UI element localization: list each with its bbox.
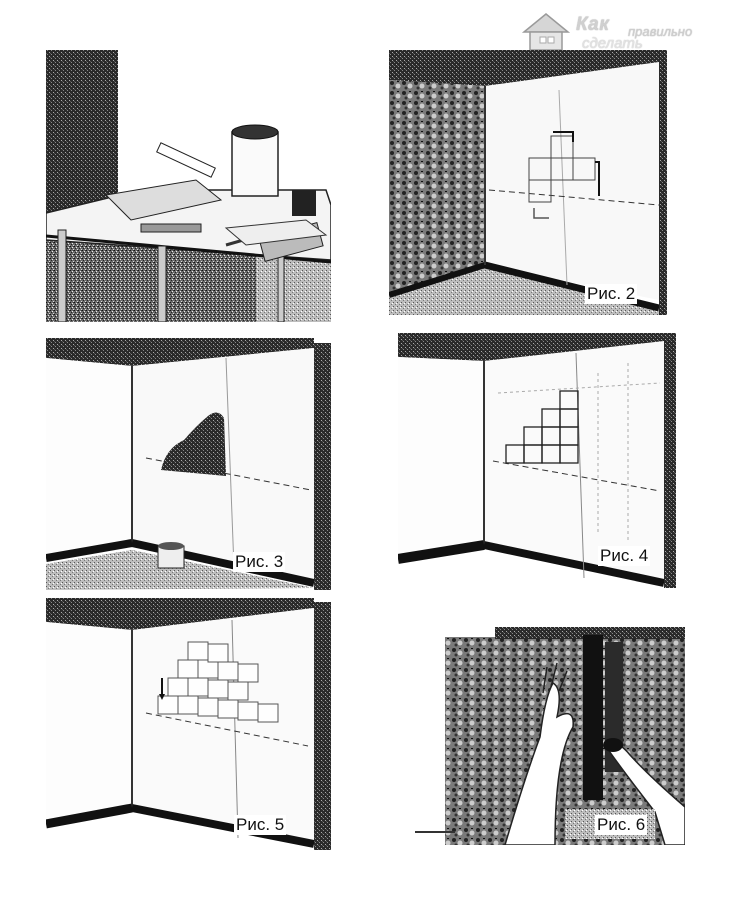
figure-6-caption: Рис. 6	[595, 815, 648, 835]
figure-3-caption: Рис. 3	[233, 552, 286, 572]
figure-5-caption: Рис. 5	[234, 815, 287, 835]
house-logo-icon	[521, 13, 571, 51]
figure-2-caption: Рис. 2	[585, 284, 638, 304]
watermark-word-1: Как	[576, 14, 610, 35]
figure-6-tile-leveling	[415, 597, 685, 845]
figure-3-adhesive-applied	[46, 338, 331, 590]
figure-4-caption: Рис. 4	[598, 546, 651, 566]
figure-1-table-with-tools	[46, 50, 331, 322]
watermark-logo: Как правильно сделать	[520, 10, 725, 56]
watermark-word-3: сделать	[582, 35, 643, 52]
watermark-word-2: правильно	[628, 24, 693, 39]
figure-4-first-tile-rows	[398, 333, 676, 588]
figure-2-wall-corner-marking	[389, 50, 667, 315]
figure-5-tiles-progress	[46, 598, 331, 850]
